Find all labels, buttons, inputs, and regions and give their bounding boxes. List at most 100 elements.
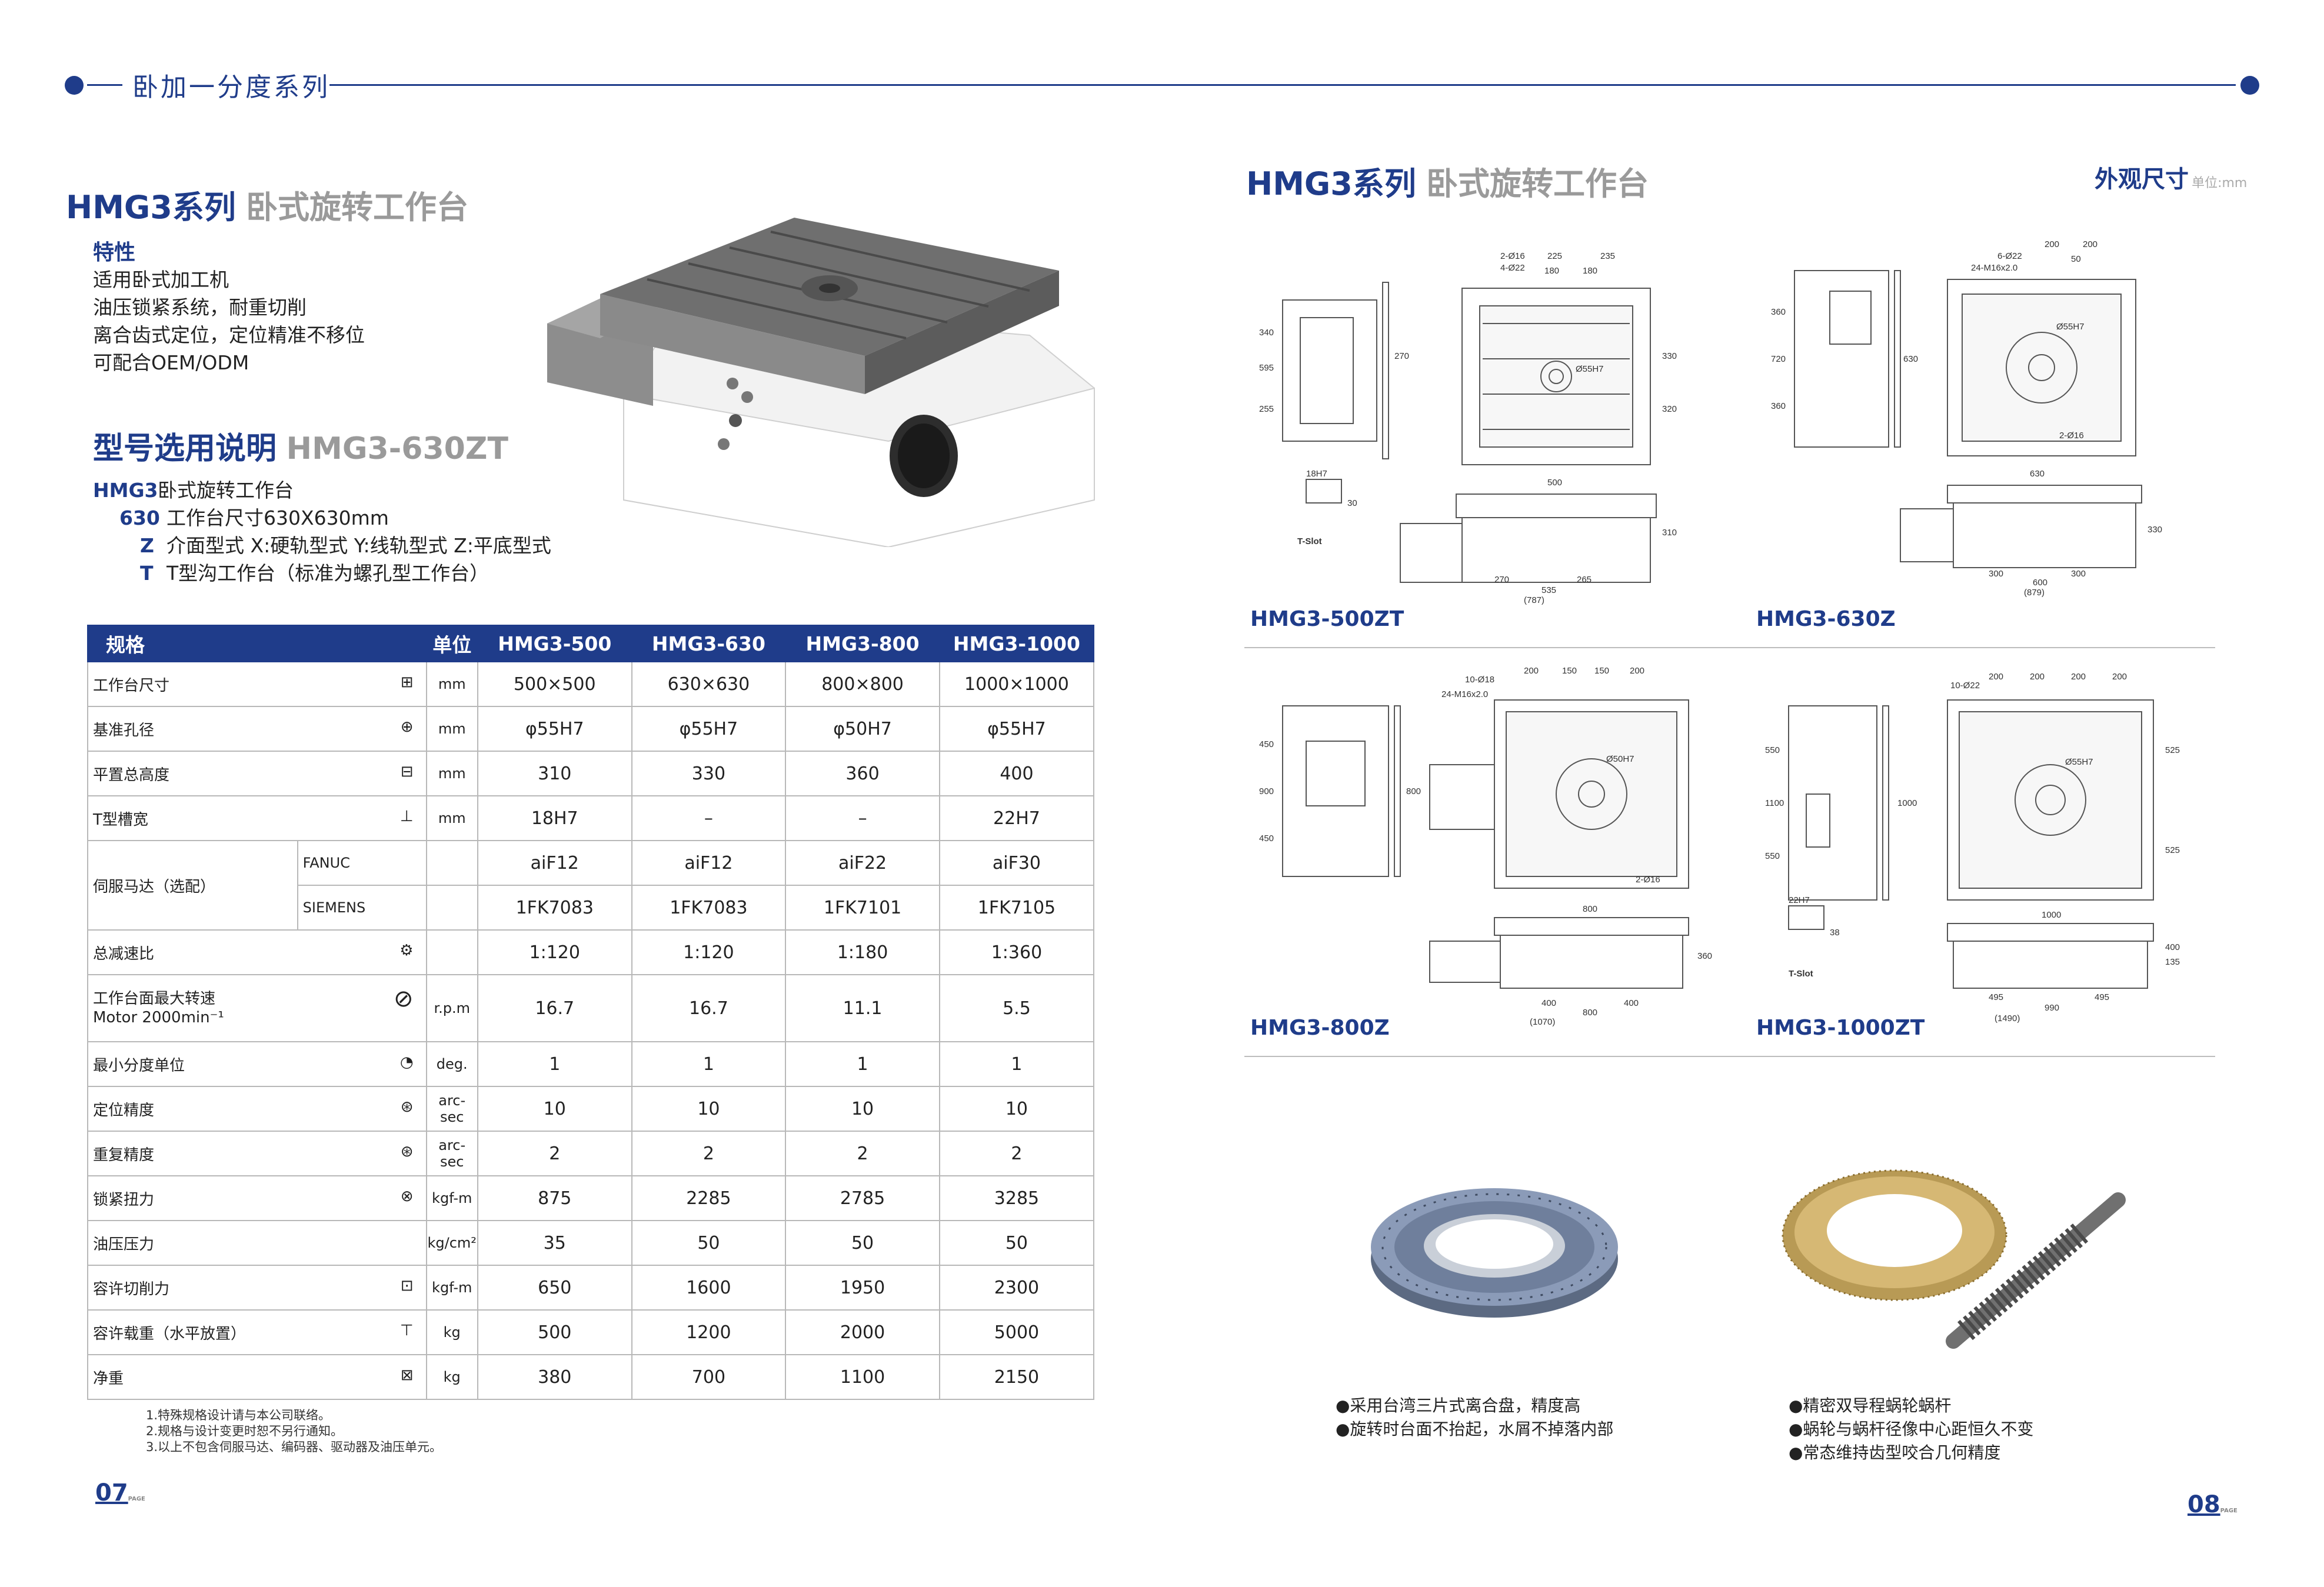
row-label: 容许切削力 (93, 1280, 170, 1298)
table-cell: 10 (631, 1086, 787, 1132)
load-icon: ⊤ (399, 1321, 414, 1339)
dim-label: 1000 (1897, 798, 1917, 808)
table-size-icon: ⊞ (400, 673, 414, 691)
dim-label: 360 (1771, 307, 1786, 317)
feature-item: 可配合OEM/ODM (93, 351, 249, 374)
table-cell: 330 (631, 751, 787, 796)
dimensions-label: 外观尺寸 (2095, 166, 2189, 193)
row-unit: kg (425, 1309, 478, 1355)
table-cell: 2 (631, 1131, 787, 1176)
dim-label: 180 (1583, 266, 1597, 276)
row-label: 净重 (93, 1369, 124, 1388)
row-label: 工作台面最大转速 (93, 990, 216, 1008)
dim-label: 400 (2165, 942, 2180, 952)
dim-label: 320 (1662, 404, 1677, 414)
dim-label: 330 (2147, 525, 2162, 535)
table-row: 最小分度单位◔ deg. 1 1 1 1 (87, 1041, 1095, 1087)
row-unit: kgf-m (425, 1175, 478, 1221)
features-heading: 特性 (93, 241, 136, 265)
gear-ratio-icon: ⚙ (399, 941, 414, 959)
feature-item: 离合齿式定位，定位精准不移位 (93, 324, 365, 346)
table-cell: 1FK7083 (631, 885, 787, 931)
dim-label: T-Slot (1789, 969, 1813, 979)
dim-label: 150 (1562, 666, 1577, 676)
section-title: 卧加一分度系列 (132, 72, 330, 102)
table-cell: 1100 (785, 1354, 940, 1400)
row-label: 总减速比 (93, 945, 155, 963)
table-cell: 1:120 (631, 929, 787, 975)
table-cell: 16.7 (631, 974, 787, 1042)
dim-label: 135 (2165, 957, 2180, 967)
dim-label: (1490) (1995, 1013, 2020, 1023)
table-cell: – (631, 795, 787, 841)
dim-label: 235 (1600, 251, 1615, 261)
table-cell: 2000 (785, 1309, 940, 1355)
dim-label: 200 (1524, 666, 1539, 676)
dimensions-heading: 外观尺寸 单位:mm (2095, 160, 2247, 194)
dim-label: (787) (1524, 595, 1544, 605)
table-row: 定位精度⊛ arc-sec 10 10 10 10 (87, 1086, 1095, 1132)
specs-table: 规格 单位 HMG3-500 HMG3-630 HMG3-800 HMG3-10… (87, 625, 1095, 1400)
table-row: 油压压力 kg/cm² 35 50 50 50 (87, 1220, 1095, 1266)
drawing-label-800z: HMG3-800Z (1250, 1016, 1390, 1040)
dim-label: (1070) (1530, 1017, 1555, 1027)
dim-label: 800 (1406, 786, 1421, 796)
table-cell: 380 (477, 1354, 632, 1400)
dim-label: 400 (1541, 998, 1556, 1008)
note-line: 2.规格与设计变更时恕不另行通知。 (146, 1424, 344, 1438)
table-cell: – (785, 795, 940, 841)
dim-label: 30 (1347, 498, 1357, 508)
dim-label: 525 (2165, 845, 2180, 855)
row-label: 容许载重（水平放置） (93, 1325, 247, 1343)
worm-bullets: ●精密双导程蜗轮蜗杆 ●蜗轮与蜗杆径像中心距恒久不变 ●常态维持齿型咬合几何精度 (1789, 1394, 2033, 1465)
dim-label: 2-Ø16 (1636, 875, 1660, 885)
table-cell: 650 (477, 1265, 632, 1311)
row-label: 重复精度 (93, 1146, 155, 1164)
right-title-series: HMG3系列 (1246, 165, 1416, 202)
table-cell: 1FK7083 (477, 885, 632, 931)
table-cell: 2150 (938, 1354, 1095, 1400)
row-unit (425, 840, 478, 886)
dim-label: 38 (1830, 928, 1840, 938)
accuracy-icon: ⊛ (400, 1098, 414, 1116)
row-unit: r.p.m (425, 974, 478, 1042)
dim-label: 10-Ø18 (1465, 675, 1494, 685)
table-cell: φ55H7 (631, 706, 787, 752)
table-cell: 310 (477, 751, 632, 796)
dim-label: Ø55H7 (2056, 322, 2085, 332)
dim-label: 310 (1662, 528, 1677, 538)
right-title: HMG3系列 卧式旋转工作台 (1246, 158, 1649, 204)
dim-label: 180 (1544, 266, 1559, 276)
dim-label: 500 (1547, 478, 1562, 488)
left-title: HMG3系列 卧式旋转工作台 (66, 181, 468, 228)
table-cell: 50 (785, 1220, 940, 1266)
dimensions-unit: 单位:mm (2192, 176, 2248, 191)
table-cell: 1 (785, 1041, 940, 1087)
drawing-divider (1244, 647, 2215, 648)
note-line: 3.以上不包含伺服马达、编码器、驱动器及油压单元。 (146, 1440, 442, 1454)
bullet-item: ●旋转时台面不抬起，水屑不掉落内部 (1336, 1419, 1614, 1439)
table-row: 伺服马达（选配） FANUC aiF12 aiF12 aiF22 aiF30 (87, 840, 1095, 931)
dim-label: 270 (1494, 575, 1509, 585)
dim-label: 2-Ø16 (2059, 431, 2084, 441)
header-rule-left (87, 84, 122, 86)
dim-label: Ø55H7 (1576, 364, 1604, 374)
drawing-label-630z: HMG3-630Z (1756, 607, 1896, 631)
table-cell: 10 (938, 1086, 1095, 1132)
table-cell: 1 (938, 1041, 1095, 1087)
dim-label: 200 (2083, 239, 2097, 249)
table-cell: 2 (938, 1131, 1095, 1176)
cutting-force-icon: ⊡ (400, 1276, 414, 1295)
dim-label: 990 (2045, 1003, 2059, 1013)
dim-label: 330 (1662, 351, 1677, 361)
table-cell: 1 (631, 1041, 787, 1087)
table-cell: 10 (785, 1086, 940, 1132)
drawing-divider-bottom (1244, 1056, 2215, 1057)
bullet-item: ●精密双导程蜗轮蜗杆 (1789, 1396, 1952, 1415)
page-number-right: 08PAGE (2188, 1491, 2238, 1518)
drawing-hmg3-1000zt: 10-Ø22 200 200 200 200 Ø55H7 1100 550 55… (1765, 672, 2180, 1023)
dim-label: 800 (1583, 904, 1597, 914)
